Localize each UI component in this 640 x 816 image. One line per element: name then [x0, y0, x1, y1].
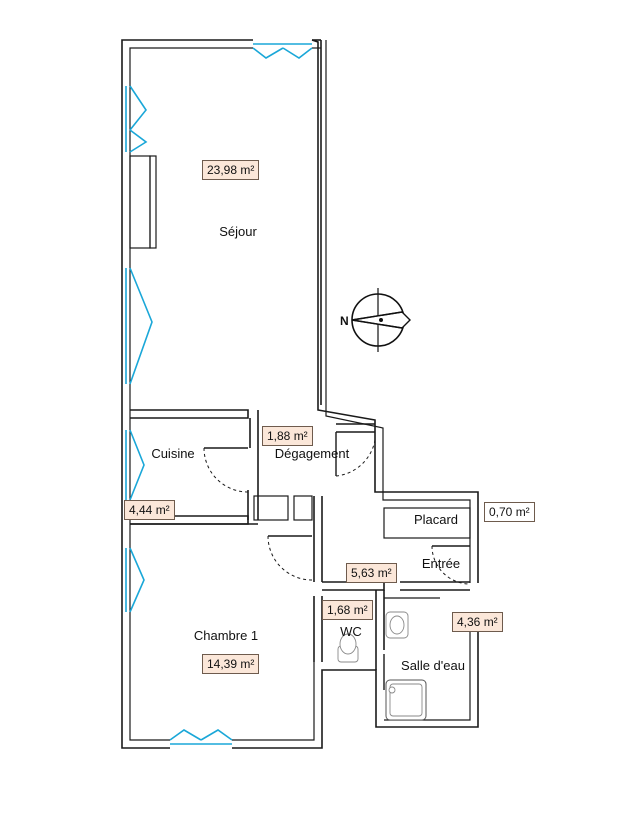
label-cuisine: Cuisine [151, 446, 194, 461]
outer-walls [121, 39, 479, 749]
area-wc: 1,68 m² [322, 600, 373, 620]
area-cuisine: 4,44 m² [124, 500, 175, 520]
fixtures [337, 611, 427, 721]
area-placard: 0,70 m² [484, 502, 535, 522]
area-entree: 5,63 m² [346, 563, 397, 583]
area-salle-deau: 4,36 m² [452, 612, 503, 632]
label-degagement: Dégagement [275, 446, 350, 461]
area-sejour: 23,98 m² [202, 160, 260, 180]
label-entree: Entrée [422, 556, 460, 571]
room-labels: Séjour Cuisine Dégagement Placard Entrée… [151, 224, 465, 673]
label-placard: Placard [414, 512, 458, 527]
doors [203, 432, 471, 690]
compass-north-letter: N [340, 314, 349, 328]
compass: N [340, 288, 411, 352]
label-sejour: Séjour [219, 224, 257, 239]
area-chambre1: 14,39 m² [202, 654, 260, 674]
area-degagement: 1,88 m² [262, 426, 313, 446]
windows [125, 43, 313, 745]
interior-walls [130, 409, 471, 670]
label-wc: WC [340, 624, 362, 639]
label-salle-deau: Salle d'eau [401, 658, 465, 673]
label-chambre1: Chambre 1 [194, 628, 258, 643]
